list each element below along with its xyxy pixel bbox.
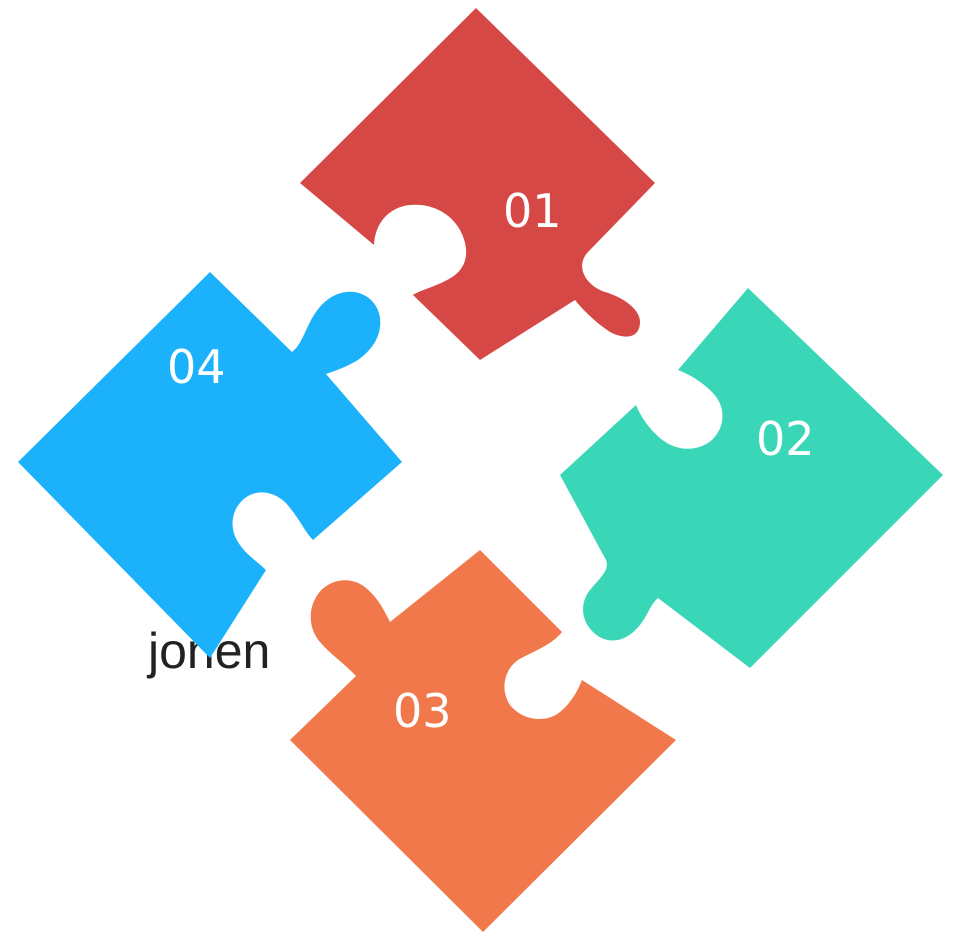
puzzle-piece-02-shape (560, 288, 943, 668)
puzzle-piece-04: 04 (18, 272, 402, 658)
puzzle-piece-01-shape (300, 8, 655, 360)
puzzle-piece-03-label: 03 (393, 684, 452, 738)
puzzle-piece-04-label: 04 (167, 340, 226, 394)
puzzle-piece-02: 02 (560, 288, 943, 668)
puzzle-piece-04-shape (18, 272, 402, 658)
puzzle-piece-02-label: 02 (756, 412, 815, 466)
puzzle-piece-01-label: 01 (503, 184, 562, 238)
puzzle-piece-03: 03 (290, 550, 676, 932)
puzzle-piece-01: 01 (300, 8, 655, 360)
puzzle-piece-03-shape (290, 550, 676, 932)
